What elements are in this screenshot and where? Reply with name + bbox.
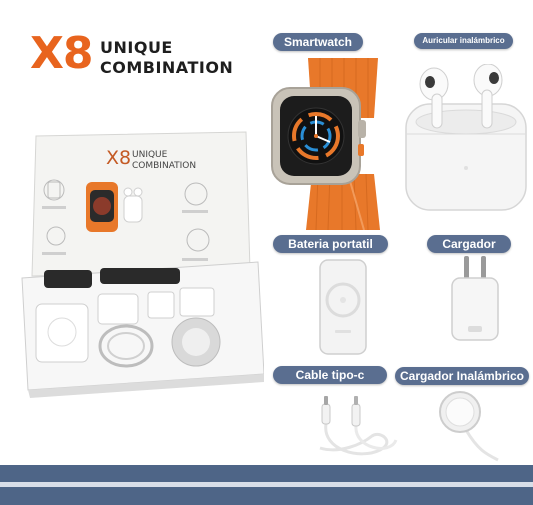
earbuds-label: Auricular inalámbrico [414, 33, 513, 49]
box-logo: X8 [106, 147, 132, 169]
box-tagline-line2: COMBINATION [132, 161, 197, 171]
smartwatch-label: Smartwatch [273, 33, 363, 51]
footer-stripe-bottom [0, 487, 533, 505]
wireless-charger-label: Cargador Inalámbrico [395, 367, 529, 385]
gift-box-image [21, 131, 264, 398]
powerbank-label: Bateria portatil [273, 235, 388, 253]
brand-tagline-line2: COMBINATION [100, 58, 234, 77]
wireless-charger-image [439, 391, 499, 462]
footer-stripe-top [0, 465, 533, 482]
box-tagline-line1: UNIQUE [132, 150, 168, 160]
charger-image [451, 256, 499, 341]
charger-label: Cargador [427, 235, 511, 253]
cable-label: Cable tipo-c [273, 366, 387, 384]
cable-image [319, 396, 398, 456]
brand-tagline-line1: UNIQUE [100, 38, 173, 57]
footer-stripe-middle [0, 482, 533, 487]
earbuds-image [405, 64, 527, 211]
smartwatch-image [271, 58, 380, 230]
powerbank-image [319, 259, 367, 355]
brand-logo: X8 [30, 28, 94, 79]
